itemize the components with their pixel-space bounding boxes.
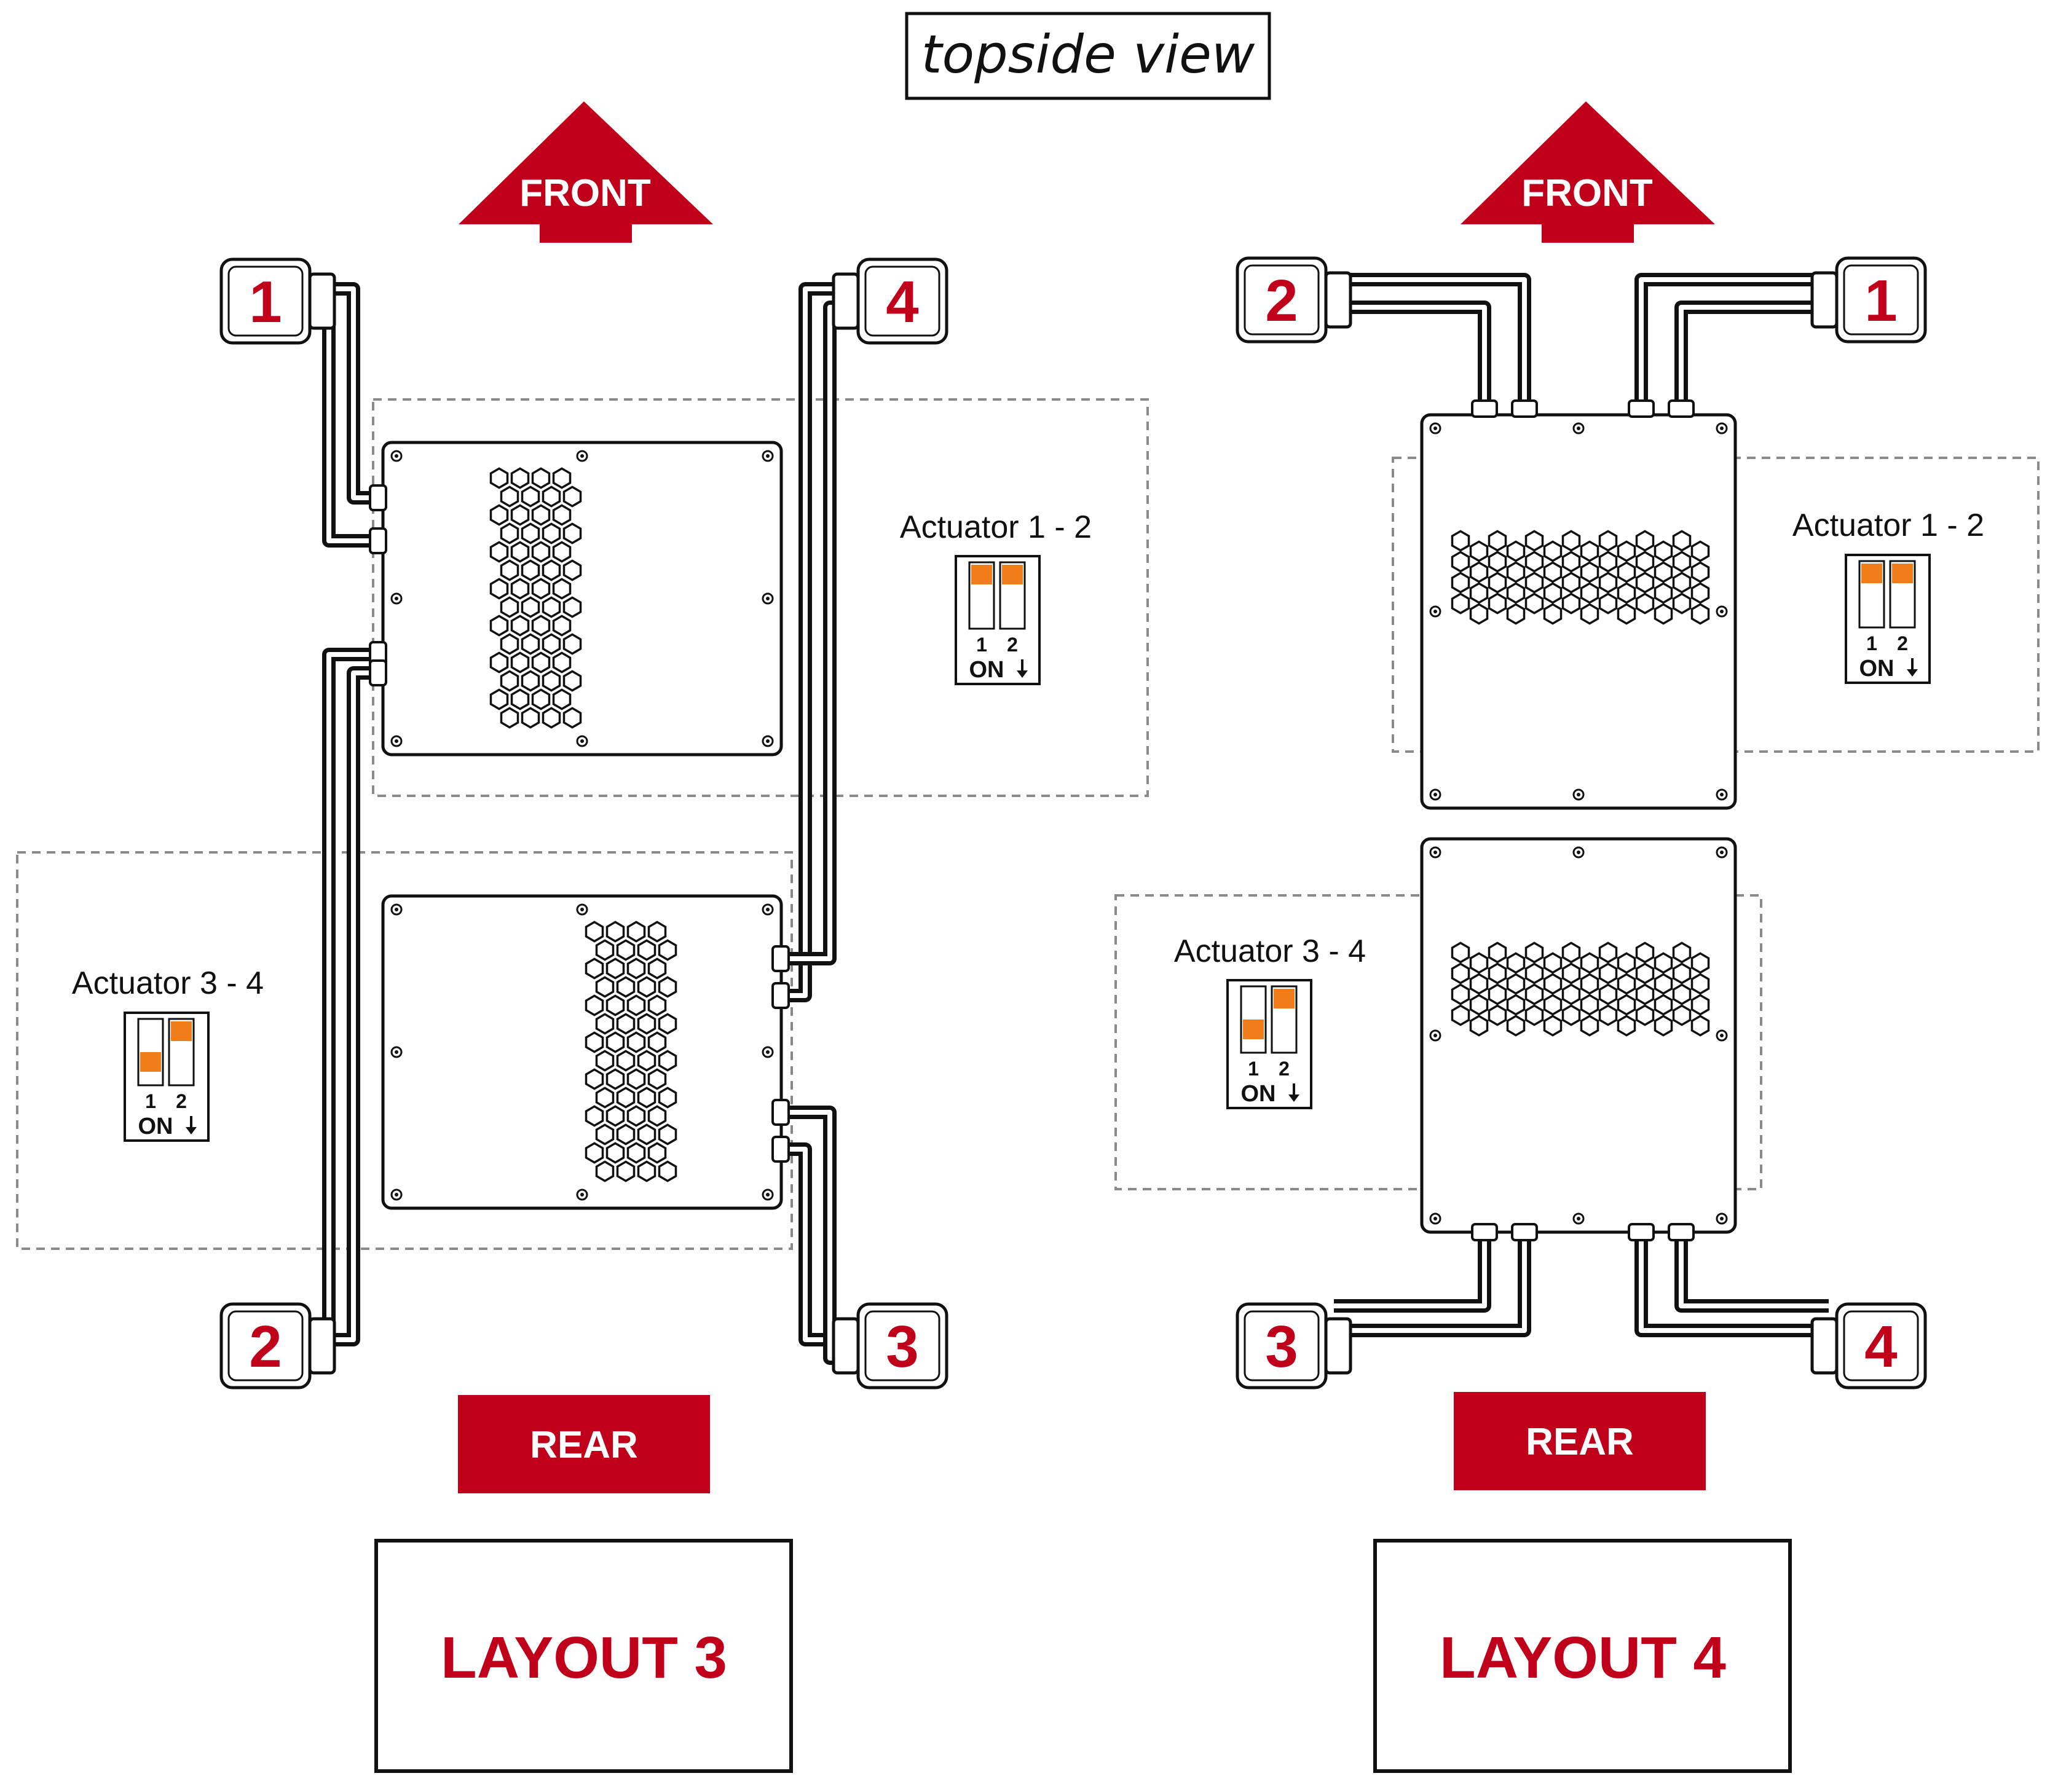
title-box: topside view bbox=[905, 12, 1271, 100]
actuator: 1 bbox=[1810, 256, 1927, 344]
dip-lever bbox=[137, 1018, 164, 1087]
actuator-number: 2 bbox=[1265, 268, 1298, 334]
cable bbox=[1674, 301, 1829, 409]
cable bbox=[1334, 1232, 1531, 1337]
switch-group-label: Actuator 1 - 2 bbox=[900, 509, 1092, 545]
layout-name: LAYOUT 3 bbox=[441, 1625, 727, 1691]
rear-label: REAR bbox=[530, 1424, 638, 1466]
dip-number: 2 bbox=[1897, 632, 1908, 654]
zone-actuator-3-4-layout-3 bbox=[16, 851, 793, 1250]
actuator-number: 3 bbox=[1265, 1314, 1298, 1380]
dip-number: 2 bbox=[176, 1090, 187, 1112]
vent-grill bbox=[489, 467, 582, 729]
rear-banner-right: REAR bbox=[1454, 1392, 1706, 1490]
front-label: FRONT bbox=[519, 172, 651, 214]
actuator-number: 1 bbox=[1864, 268, 1897, 334]
dip-lever bbox=[1889, 560, 1916, 629]
control-box bbox=[369, 441, 783, 756]
dip-number: 1 bbox=[976, 634, 987, 656]
dip-lever bbox=[168, 1018, 195, 1087]
front-arrow-right: FRONT bbox=[1461, 101, 1715, 243]
dip-on-label: ON bbox=[1859, 656, 1894, 682]
control-box bbox=[381, 894, 790, 1210]
actuator: 3 bbox=[1236, 1302, 1352, 1389]
dip-number: 1 bbox=[1248, 1058, 1259, 1080]
vent-grill bbox=[1451, 941, 1710, 1037]
cable bbox=[1634, 273, 1829, 409]
control-box bbox=[1420, 399, 1737, 810]
dip-lever bbox=[1240, 985, 1267, 1054]
cable bbox=[781, 282, 848, 1002]
vent-grill bbox=[585, 921, 677, 1182]
vent-grill bbox=[1451, 530, 1710, 625]
actuator-number: 4 bbox=[1864, 1314, 1897, 1380]
front-label: FRONT bbox=[1521, 172, 1653, 214]
actuator: 2 bbox=[1236, 256, 1352, 344]
switch-group-label: Actuator 1 - 2 bbox=[1792, 508, 1984, 543]
down-arrow-icon bbox=[1288, 1083, 1299, 1102]
dip-number: 1 bbox=[1866, 632, 1877, 654]
actuator-number: 2 bbox=[249, 1314, 282, 1380]
control-boxes bbox=[369, 399, 1737, 1241]
dip-on-label: ON bbox=[138, 1114, 173, 1139]
dip-lever bbox=[968, 561, 995, 630]
actuator: 4 bbox=[1810, 1302, 1927, 1389]
cable bbox=[1334, 1232, 1491, 1313]
rear-label: REAR bbox=[1526, 1421, 1634, 1463]
dip-on-label: ON bbox=[969, 657, 1004, 683]
down-arrow-icon bbox=[1017, 659, 1028, 678]
actuator-number: 3 bbox=[886, 1314, 918, 1380]
dip-lever bbox=[999, 561, 1026, 630]
page-title: topside view bbox=[921, 24, 1255, 85]
cable bbox=[1334, 301, 1491, 409]
front-arrow-left: FRONT bbox=[459, 101, 713, 243]
actuator: 3 bbox=[832, 1302, 948, 1389]
control-box bbox=[1420, 837, 1737, 1241]
dip-lever bbox=[1271, 985, 1298, 1054]
actuator-number: 4 bbox=[886, 269, 918, 335]
layout-caption-left: LAYOUT 3 bbox=[374, 1539, 793, 1773]
switch-group-label: Actuator 3 - 4 bbox=[72, 965, 264, 1001]
layout-name: LAYOUT 4 bbox=[1440, 1625, 1726, 1691]
dip-on-label: ON bbox=[1241, 1081, 1276, 1107]
layout-caption-right: LAYOUT 4 bbox=[1373, 1539, 1792, 1773]
cable bbox=[1674, 1232, 1829, 1313]
dip-lever bbox=[1858, 560, 1885, 629]
cable bbox=[320, 666, 378, 1346]
cable bbox=[1334, 273, 1531, 409]
dip-number: 1 bbox=[145, 1090, 156, 1112]
cable bbox=[320, 282, 378, 505]
cable bbox=[1634, 1232, 1829, 1337]
down-arrow-icon bbox=[186, 1116, 197, 1134]
actuator-number: 1 bbox=[249, 269, 282, 335]
actuator: 2 bbox=[219, 1302, 336, 1389]
rear-banner-left: REAR bbox=[458, 1395, 710, 1493]
switch-group-label: Actuator 3 - 4 bbox=[1174, 933, 1366, 969]
zone-actuator-1-2-layout-3 bbox=[372, 398, 1149, 797]
dip-number: 2 bbox=[1007, 634, 1018, 656]
actuator: 4 bbox=[832, 257, 948, 345]
down-arrow-icon bbox=[1907, 658, 1918, 677]
dip-number: 2 bbox=[1279, 1058, 1290, 1080]
actuator: 1 bbox=[219, 257, 336, 345]
